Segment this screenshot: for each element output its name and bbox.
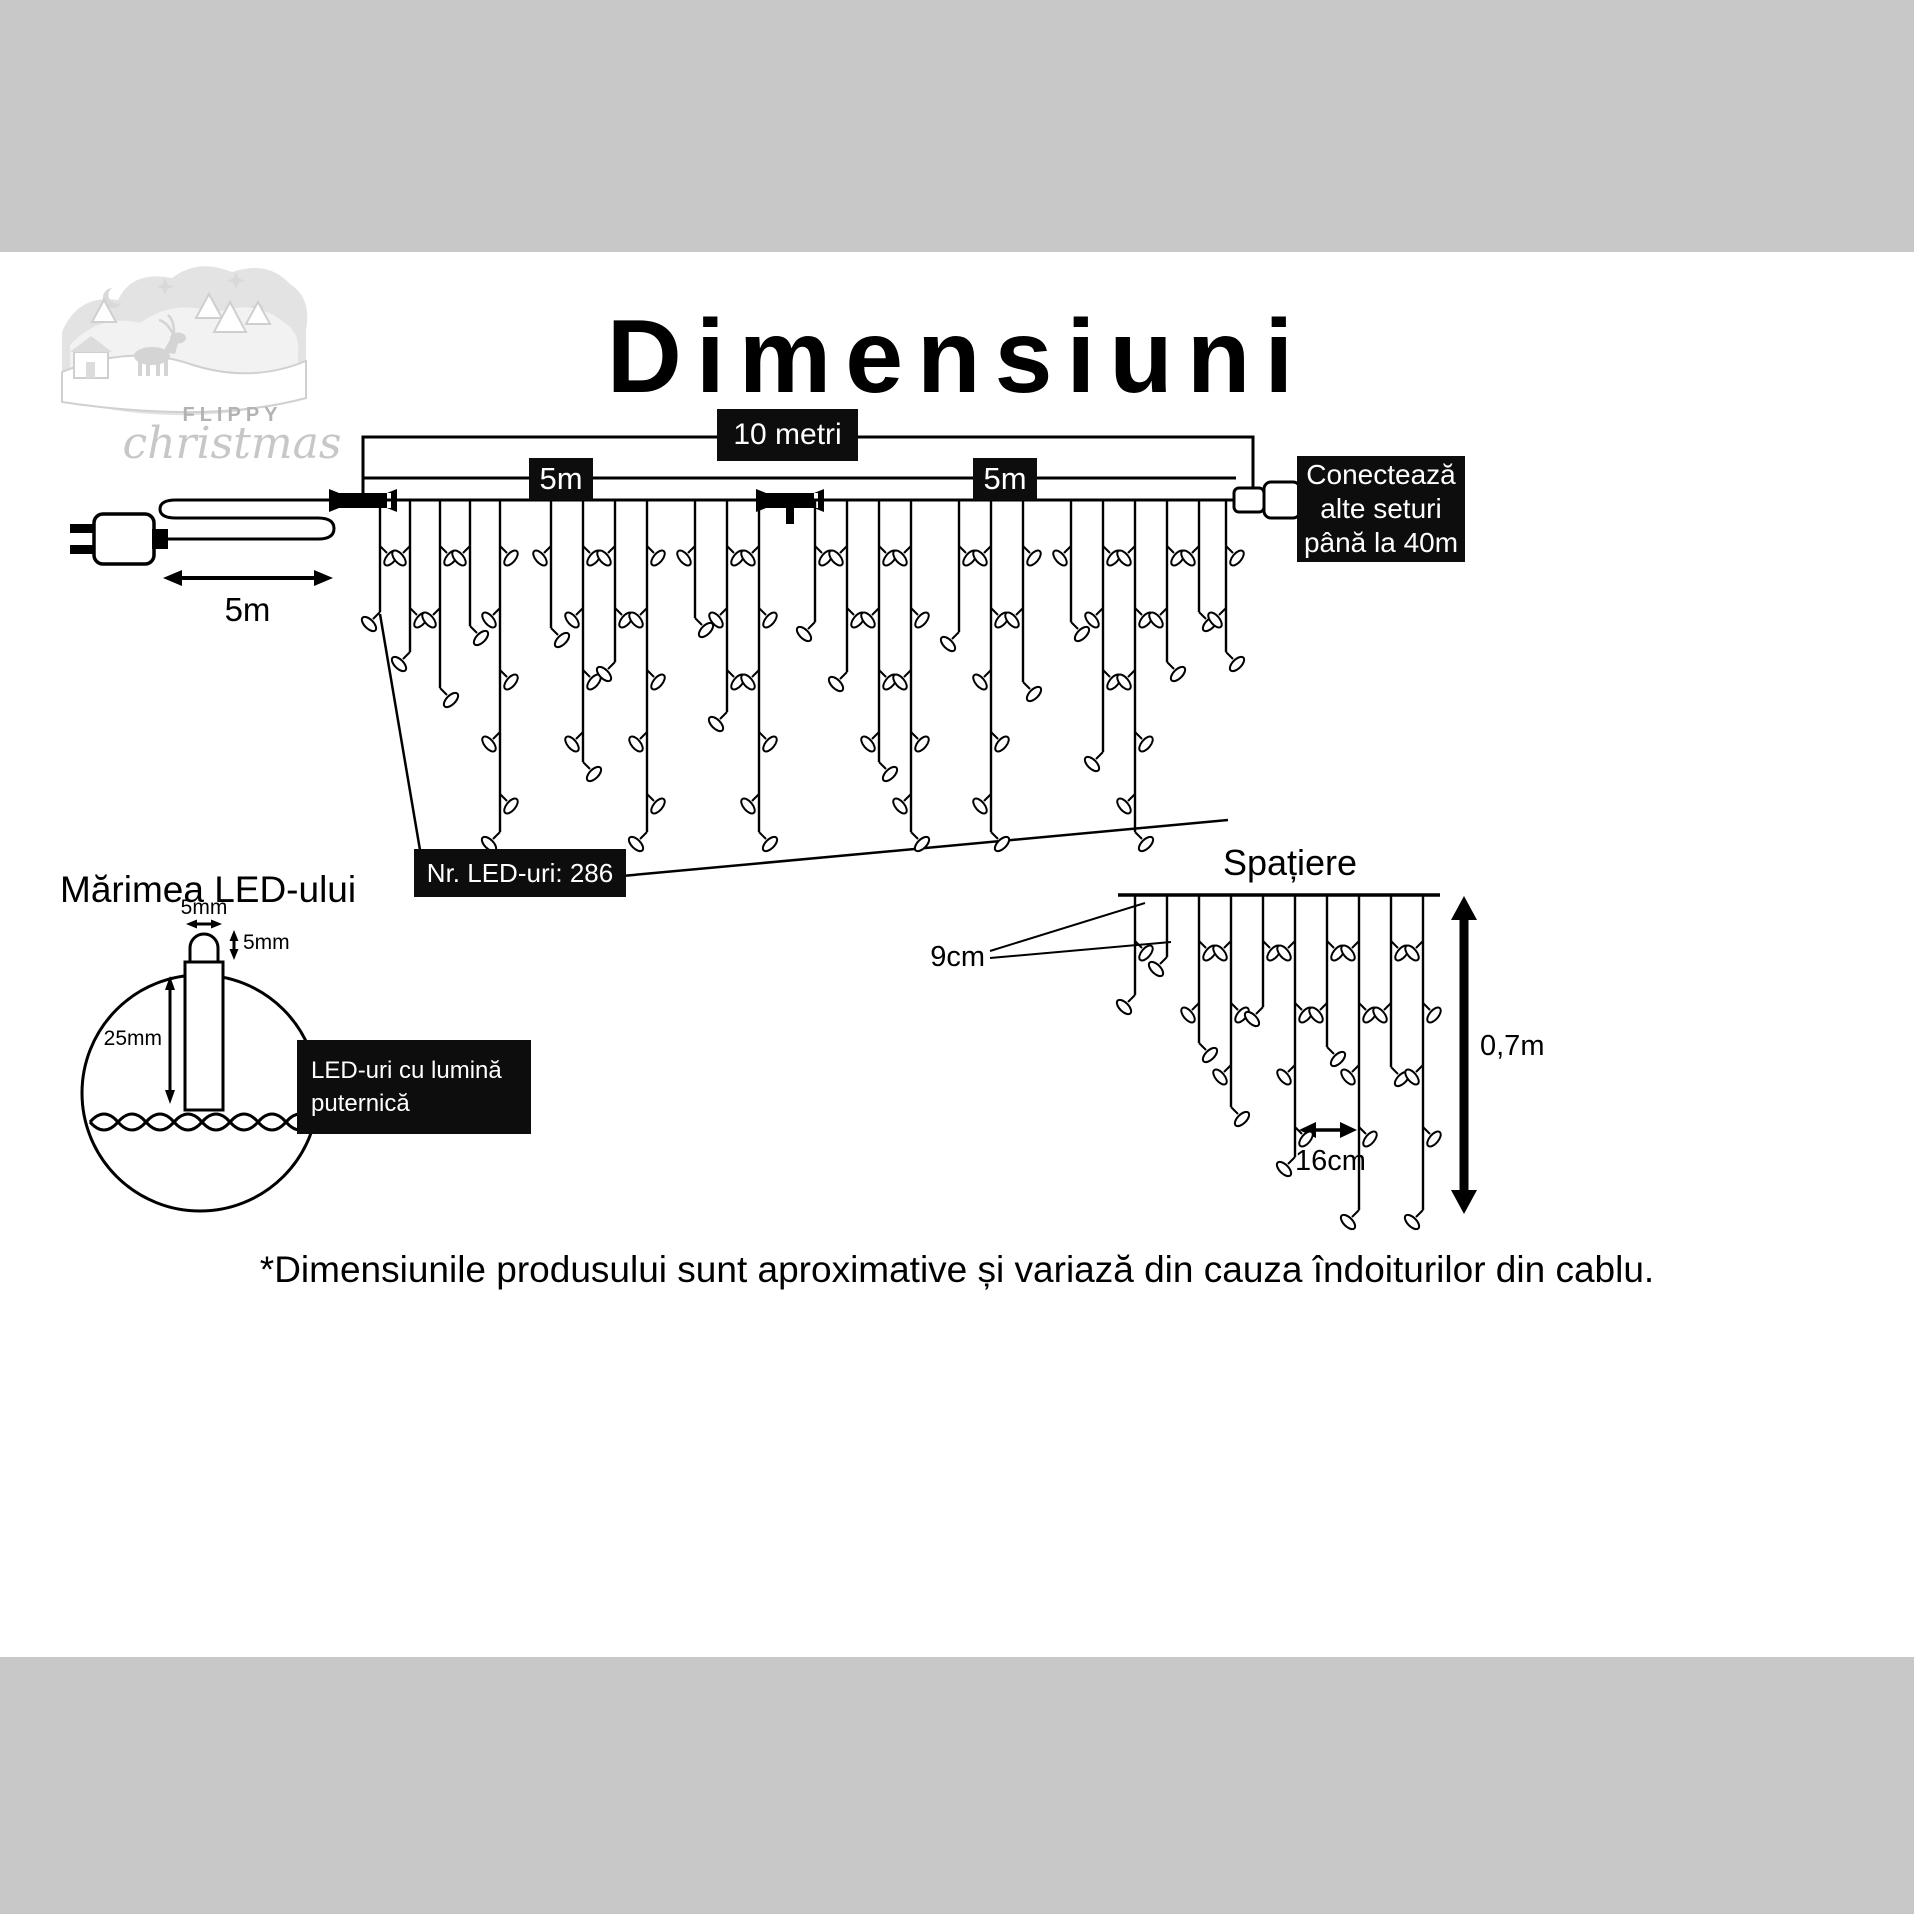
horizontal-spacing-label: 16cm (1295, 1145, 1366, 1177)
connector-note-badge: Conectează alte seturi până la 40m (1297, 456, 1465, 562)
twisted-wire-icon (88, 1112, 316, 1132)
footnote: *Dimensiunile produsului sunt aproximati… (259, 1249, 1655, 1290)
connector-note-line1: Conectează (1306, 459, 1456, 490)
total-length-label: 10 metri (733, 418, 842, 451)
end-connector-icon (1232, 480, 1302, 520)
connector-note-line3: până la 40m (1303, 527, 1459, 558)
bulb-height-label: 5mm (243, 931, 290, 954)
bulb-height-arrow (229, 930, 239, 960)
moon-icon (102, 288, 122, 308)
drop-height-arrow (1451, 896, 1477, 1214)
deer-icon (134, 314, 186, 376)
lead-length-arrow (163, 570, 333, 586)
bulb-length-label: 25mm (103, 1027, 162, 1050)
led-size-magnifier (80, 919, 320, 1213)
bottom-gray-band (0, 1657, 1914, 1914)
led-count-pointers (378, 613, 1229, 878)
led-size-title: Mărimea LED-ului (60, 869, 357, 910)
drop-height-label: 0,7m (1480, 1030, 1545, 1062)
right-half-badge: 5m (973, 458, 1037, 500)
bulb-width-arrow (186, 919, 222, 929)
drop-spacing-pointers (989, 902, 1172, 959)
power-plug-icon (70, 498, 345, 566)
drop-spacing-label: 9cm (930, 941, 985, 973)
spacing-title: Spațiere (1222, 842, 1358, 883)
left-half-label: 5m (539, 461, 583, 496)
logo-brand-text: FLIPPY (182, 404, 283, 426)
led-dome (188, 932, 220, 964)
page-title: Dimensiuni (606, 299, 1308, 415)
connector-note-line2: alte seturi (1320, 493, 1442, 524)
led-brightness-line2: puternică (311, 1090, 410, 1117)
left-half-badge: 5m (529, 458, 593, 500)
led-count-label: Nr. LED-uri: 286 (426, 857, 614, 888)
led-brightness-badge: LED-uri cu lumină puternică (297, 1040, 531, 1134)
led-body (183, 960, 225, 1112)
top-gray-band (0, 0, 1914, 252)
lead-length-label: 5m (224, 591, 271, 628)
right-half-label: 5m (983, 461, 1027, 496)
house-icon (70, 336, 112, 379)
led-count-badge: Nr. LED-uri: 286 (414, 849, 626, 897)
spacing-icicle-curtain (1115, 895, 1442, 1231)
trees-icon (90, 291, 272, 333)
logo-script-text: christmas (122, 418, 342, 469)
main-icicle-curtain (360, 500, 1246, 853)
led-brightness-line1: LED-uri cu lumină (311, 1057, 502, 1084)
bulb-width-label: 5mm (180, 896, 228, 919)
total-length-badge: 10 metri (717, 409, 858, 461)
logo-scene (61, 266, 308, 416)
bulb-length-arrow (165, 976, 175, 1104)
